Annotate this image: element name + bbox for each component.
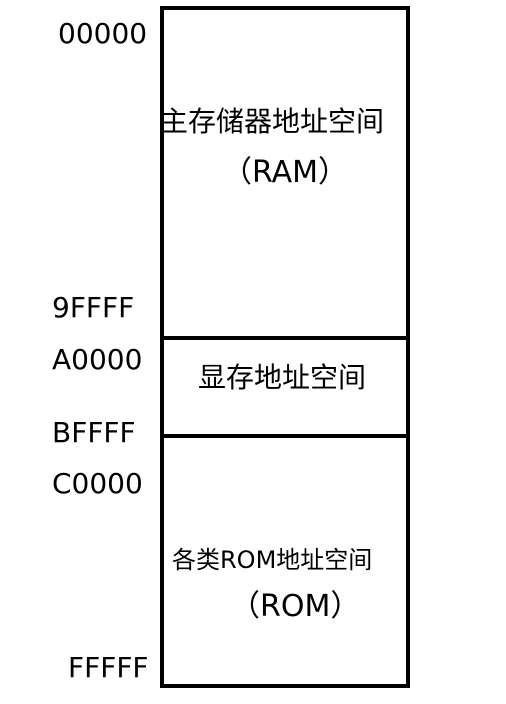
- ram-region-label: 主存储器地址空间: [160, 105, 385, 138]
- address-ram-end: 9FFFF: [52, 291, 135, 324]
- ram-region-sublabel: （RAM）: [222, 155, 349, 190]
- address-vram-start: A0000: [52, 343, 143, 376]
- vram-region-label: 显存地址空间: [198, 361, 367, 394]
- rom-region-sublabel: （ROM）: [230, 589, 361, 624]
- rom-region-label: 各类ROM地址空间: [172, 546, 373, 574]
- rom-region: [160, 434, 410, 688]
- address-rom-start: C0000: [52, 467, 143, 500]
- address-vram-end: BFFFF: [52, 416, 136, 449]
- address-rom-end: FFFFF: [68, 651, 149, 684]
- address-ram-start: 00000: [58, 17, 148, 50]
